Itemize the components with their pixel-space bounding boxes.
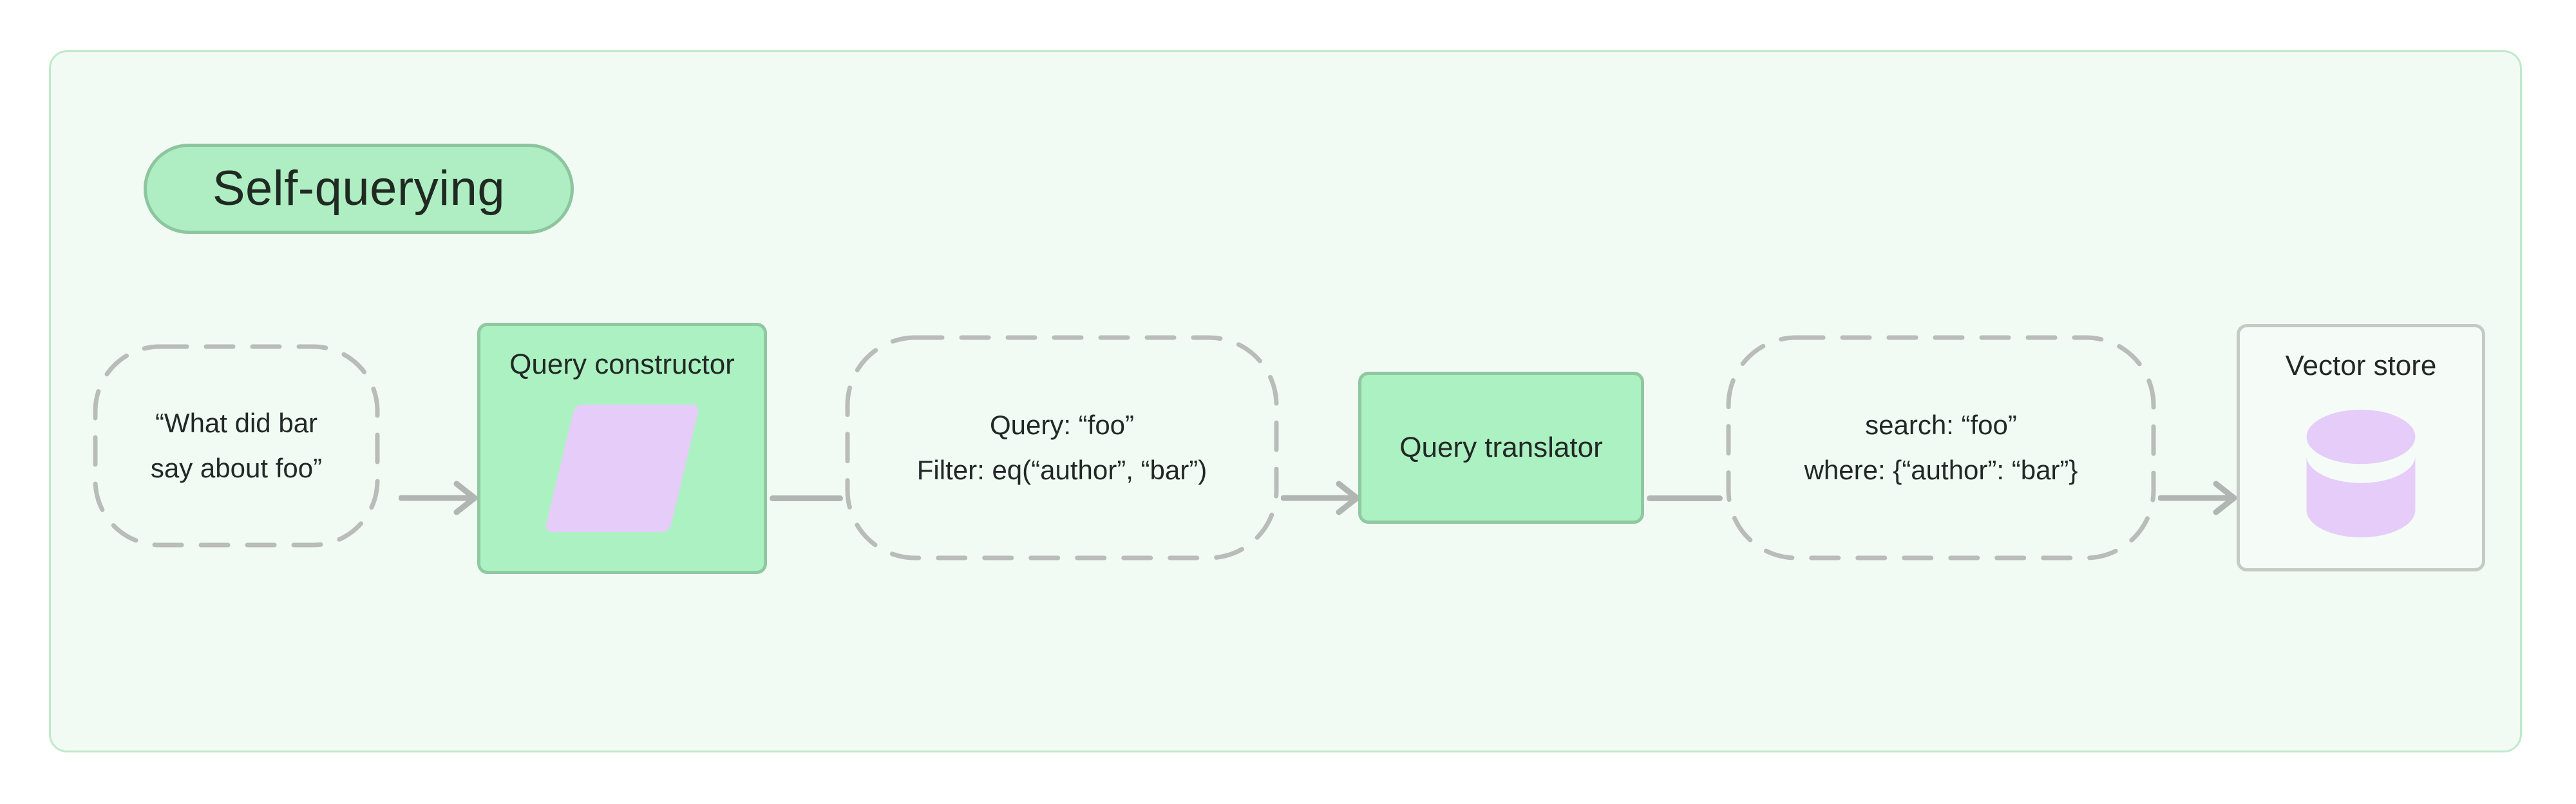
node-structured-query-line2: Filter: eq(“author”, “bar”) <box>916 455 1208 485</box>
node-query-constructor: Query constructor <box>477 323 767 574</box>
node-translated-query-line2: where: {“author”: “bar”} <box>1804 455 2078 485</box>
node-translated-query: search: “foo” where: {“author”: “bar”} <box>1725 334 2157 561</box>
node-user-query-line2: say about foo” <box>150 453 323 483</box>
node-user-query: “What did bar say about foo” <box>92 343 381 548</box>
node-vector-store: Vector store <box>2237 324 2485 571</box>
node-translated-query-label: search: “foo” where: {“author”: “bar”} <box>1725 334 2157 561</box>
node-user-query-label: “What did bar say about foo” <box>92 343 381 548</box>
node-structured-query: Query: “foo” Filter: eq(“author”, “bar”) <box>844 334 1280 561</box>
node-vector-store-title: Vector store <box>2285 350 2437 381</box>
node-query-translator-title: Query translator <box>1399 432 1603 463</box>
node-user-query-line1: “What did bar <box>155 408 318 438</box>
node-query-translator: Query translator <box>1358 372 1644 524</box>
connector-line <box>770 495 843 501</box>
dashed-border-icon <box>845 335 1279 560</box>
database-icon <box>2306 409 2416 538</box>
node-translated-query-line1: search: “foo” <box>1865 410 2017 440</box>
dashed-border-icon <box>1726 335 2156 560</box>
node-structured-query-label: Query: “foo” Filter: eq(“author”, “bar”) <box>844 334 1280 561</box>
node-query-constructor-title: Query constructor <box>509 349 735 380</box>
arrow-right-icon <box>1281 481 1360 515</box>
node-structured-query-line1: Query: “foo” <box>989 410 1135 440</box>
parallelogram-icon <box>544 405 700 532</box>
dashed-border-icon <box>93 344 380 548</box>
connector-line <box>1647 495 1723 501</box>
arrow-right-icon <box>2158 481 2237 515</box>
diagram-canvas: Self-querying “What did bar say about fo… <box>49 50 2522 752</box>
arrow-right-icon <box>399 481 478 515</box>
diagram-title-badge: Self-querying <box>144 144 574 234</box>
diagram-title: Self-querying <box>212 161 506 216</box>
